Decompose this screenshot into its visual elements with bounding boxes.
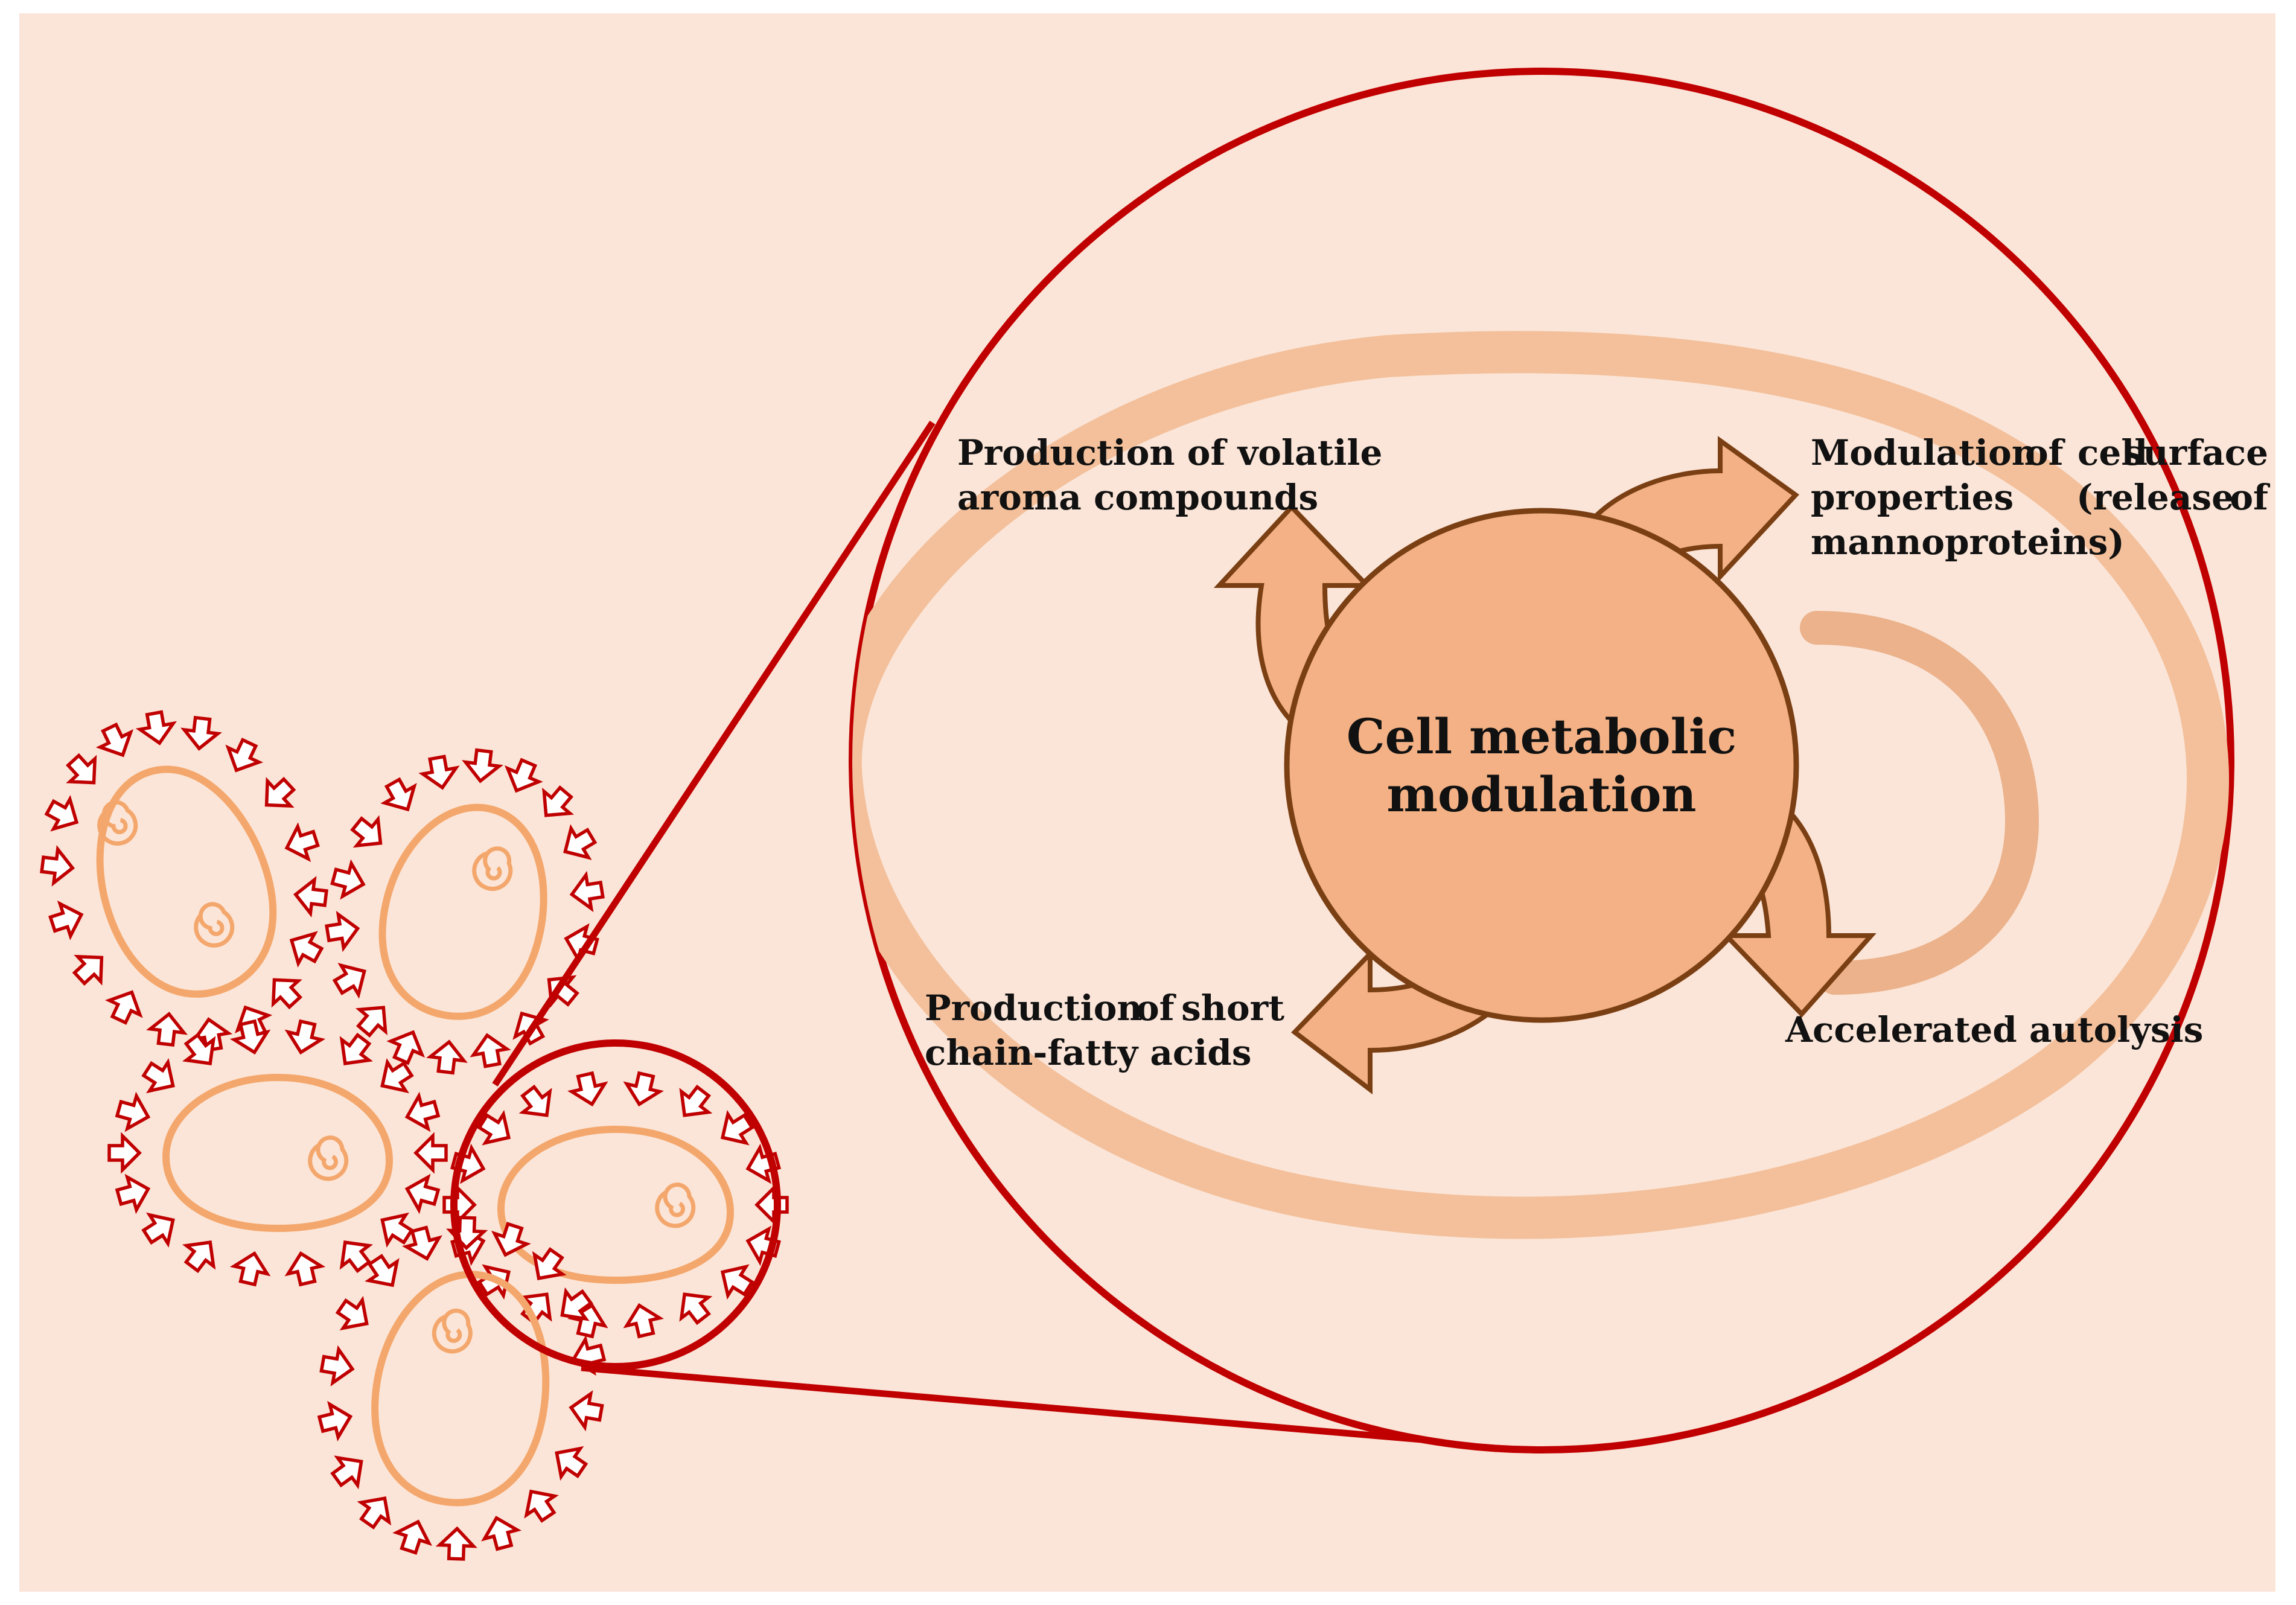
cell-membrane (497, 1125, 735, 1284)
hub-label-line1: Cell metabolic (1347, 708, 1736, 765)
label-surface-w3: cell (2078, 432, 2148, 473)
yeast-cell-icon (292, 720, 637, 1103)
label-short-w2: of (1136, 988, 1177, 1029)
label-surface-l2-w3: of (2230, 477, 2271, 518)
yeast-cell-cluster (0, 675, 787, 1581)
label-surface-line3: mannoproteins) (1811, 522, 2125, 563)
cell-membrane (378, 803, 547, 1020)
label-surface-l2-w1: properties (1811, 477, 2014, 518)
yeast-cell-icon (109, 1019, 446, 1286)
nucleus-spiral (655, 1182, 696, 1228)
label-short-line2: chain-fatty acids (925, 1032, 1251, 1073)
yeast-cell-icon (444, 1071, 787, 1339)
label-surface-l2-w2: (release (2076, 477, 2234, 518)
lens-connector-top (492, 420, 936, 1087)
metabolic-hub (1284, 508, 1799, 1023)
nucleus-spiral (97, 800, 138, 846)
recycle-arc (1800, 611, 2039, 995)
label-volatile-line1: Production of volatile (957, 432, 1382, 473)
label-volatile-line2: aroma compounds (957, 477, 1318, 518)
label-short-w3: short (1181, 988, 1284, 1029)
nucleus-spiral (194, 902, 235, 948)
cell-membrane-band (852, 331, 2229, 1239)
yeast-cell-icon (0, 675, 368, 1086)
hub-label-line2: modulation (1386, 766, 1696, 823)
nucleus-spiral (308, 1135, 349, 1181)
label-surface-w1: Modulation (1811, 432, 2037, 473)
lens-connector-bottom (581, 1364, 1542, 1453)
nucleus-spiral (472, 846, 513, 891)
label-short-w1: Production (925, 988, 1143, 1029)
cell-membrane (162, 1073, 394, 1233)
selection-circle (450, 1039, 781, 1370)
cell-membrane (96, 765, 277, 998)
nucleus-spiral (432, 1308, 473, 1354)
label-surface-w4: surface (2123, 432, 2268, 473)
label-autolysis: Accelerated autolysis (1785, 1009, 2203, 1050)
label-surface-w2: of (2025, 432, 2066, 473)
